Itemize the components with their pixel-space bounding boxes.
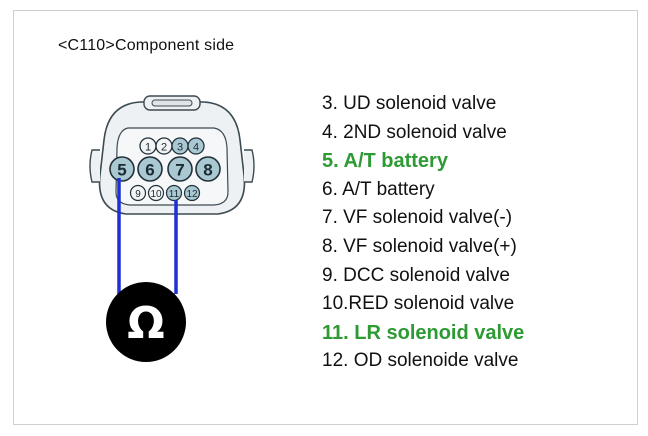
diagram-frame [13, 10, 638, 425]
pin-5 [109, 156, 135, 182]
legend-item: 11. LR solenoid valve [322, 321, 525, 344]
bottom-pin-row: 9 10 11 12 [129, 184, 201, 202]
pin-8 [195, 156, 221, 182]
pin-7 [167, 156, 193, 182]
legend-item: 12. OD solenoide valve [322, 350, 519, 372]
pin-4 [187, 137, 205, 155]
middle-pin-row: 5 6 7 8 [109, 156, 221, 182]
ohmmeter: Ω [106, 282, 186, 362]
ohmmeter-body [106, 282, 186, 362]
legend-item: 9. DCC solenoid valve [322, 264, 510, 286]
pin-10-label: 10 [150, 189, 162, 200]
legend-item: 6. A/T battery [322, 178, 435, 200]
pin-10 [147, 184, 165, 202]
pin-9-label: 9 [135, 189, 141, 200]
pin-3-label: 3 [177, 142, 183, 154]
top-pin-row: 1 2 3 4 [139, 137, 205, 155]
pin-5-label: 5 [117, 161, 126, 180]
legend-item: 3. UD solenoid valve [322, 93, 497, 114]
pin-6-label: 6 [145, 161, 154, 180]
pin-12-label: 12 [186, 189, 198, 200]
pin-11 [165, 184, 183, 202]
connector-title: <C110>Component side [58, 37, 235, 54]
legend-item: 5. A/T battery [322, 150, 448, 173]
pin-2-label: 2 [161, 142, 167, 154]
legend-item: 8. VF solenoid valve(+) [322, 235, 517, 257]
pin-6 [137, 156, 163, 182]
legend-item: 7. VF solenoid valve(-) [322, 207, 513, 229]
pin-9 [129, 184, 147, 202]
ohm-icon: Ω [127, 298, 164, 349]
pin-12 [183, 184, 201, 202]
pin-legend: 3. UD solenoid valve 4. 2ND solenoid val… [322, 90, 524, 376]
pin-11-label: 11 [169, 189, 180, 200]
pin-8-label: 8 [203, 161, 212, 180]
pin-4-label: 4 [193, 142, 199, 154]
legend-item: 10.RED solenoid valve [322, 293, 515, 315]
legend-item: 4. 2ND solenoid valve [322, 121, 507, 143]
pin-7-label: 7 [175, 161, 184, 180]
pin-1-label: 1 [145, 142, 151, 154]
probe-wires [117, 178, 178, 294]
